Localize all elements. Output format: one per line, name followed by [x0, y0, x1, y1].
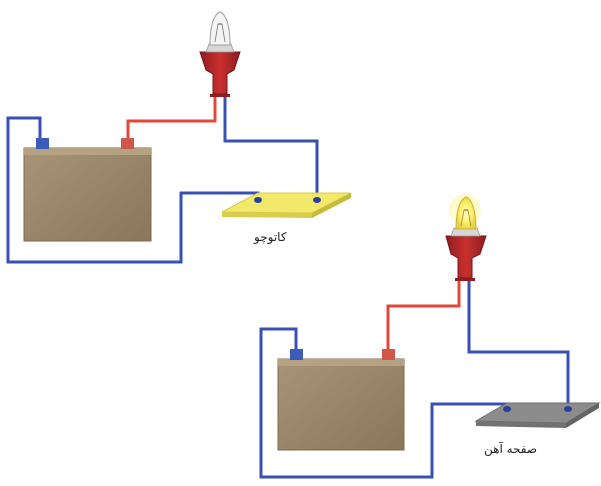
rubber-plate — [221, 192, 352, 218]
plate-contact-right — [313, 197, 321, 203]
battery-positive-terminal — [382, 349, 395, 360]
battery-positive-terminal — [121, 138, 134, 149]
plate-contact-left — [503, 406, 511, 412]
battery-negative-terminal — [290, 349, 303, 360]
lamp — [199, 11, 241, 97]
circuit-rubber — [6, 11, 352, 264]
circuit-iron — [259, 194, 601, 479]
plate-contact-right — [564, 406, 572, 412]
plate-contact-left — [254, 197, 262, 203]
wire-lamp-to-plate — [467, 278, 570, 409]
rubber-plate-label: کاتوچو — [254, 230, 287, 244]
wire-positive-battery-to-lamp — [126, 95, 217, 142]
lamp — [445, 194, 487, 281]
battery — [277, 349, 405, 451]
wire-positive-battery-to-lamp — [386, 278, 461, 352]
wire-negative-battery-to-plate — [259, 327, 509, 479]
wire-lamp-to-plate — [223, 95, 319, 200]
wire-negative-battery-to-plate — [6, 116, 260, 264]
battery — [23, 138, 152, 242]
battery-negative-terminal — [36, 138, 49, 149]
bulb-glass — [209, 11, 231, 46]
iron-plate-label: صفحه آهن — [484, 442, 538, 456]
iron-plate — [474, 402, 601, 428]
bulb-glass — [455, 196, 477, 230]
